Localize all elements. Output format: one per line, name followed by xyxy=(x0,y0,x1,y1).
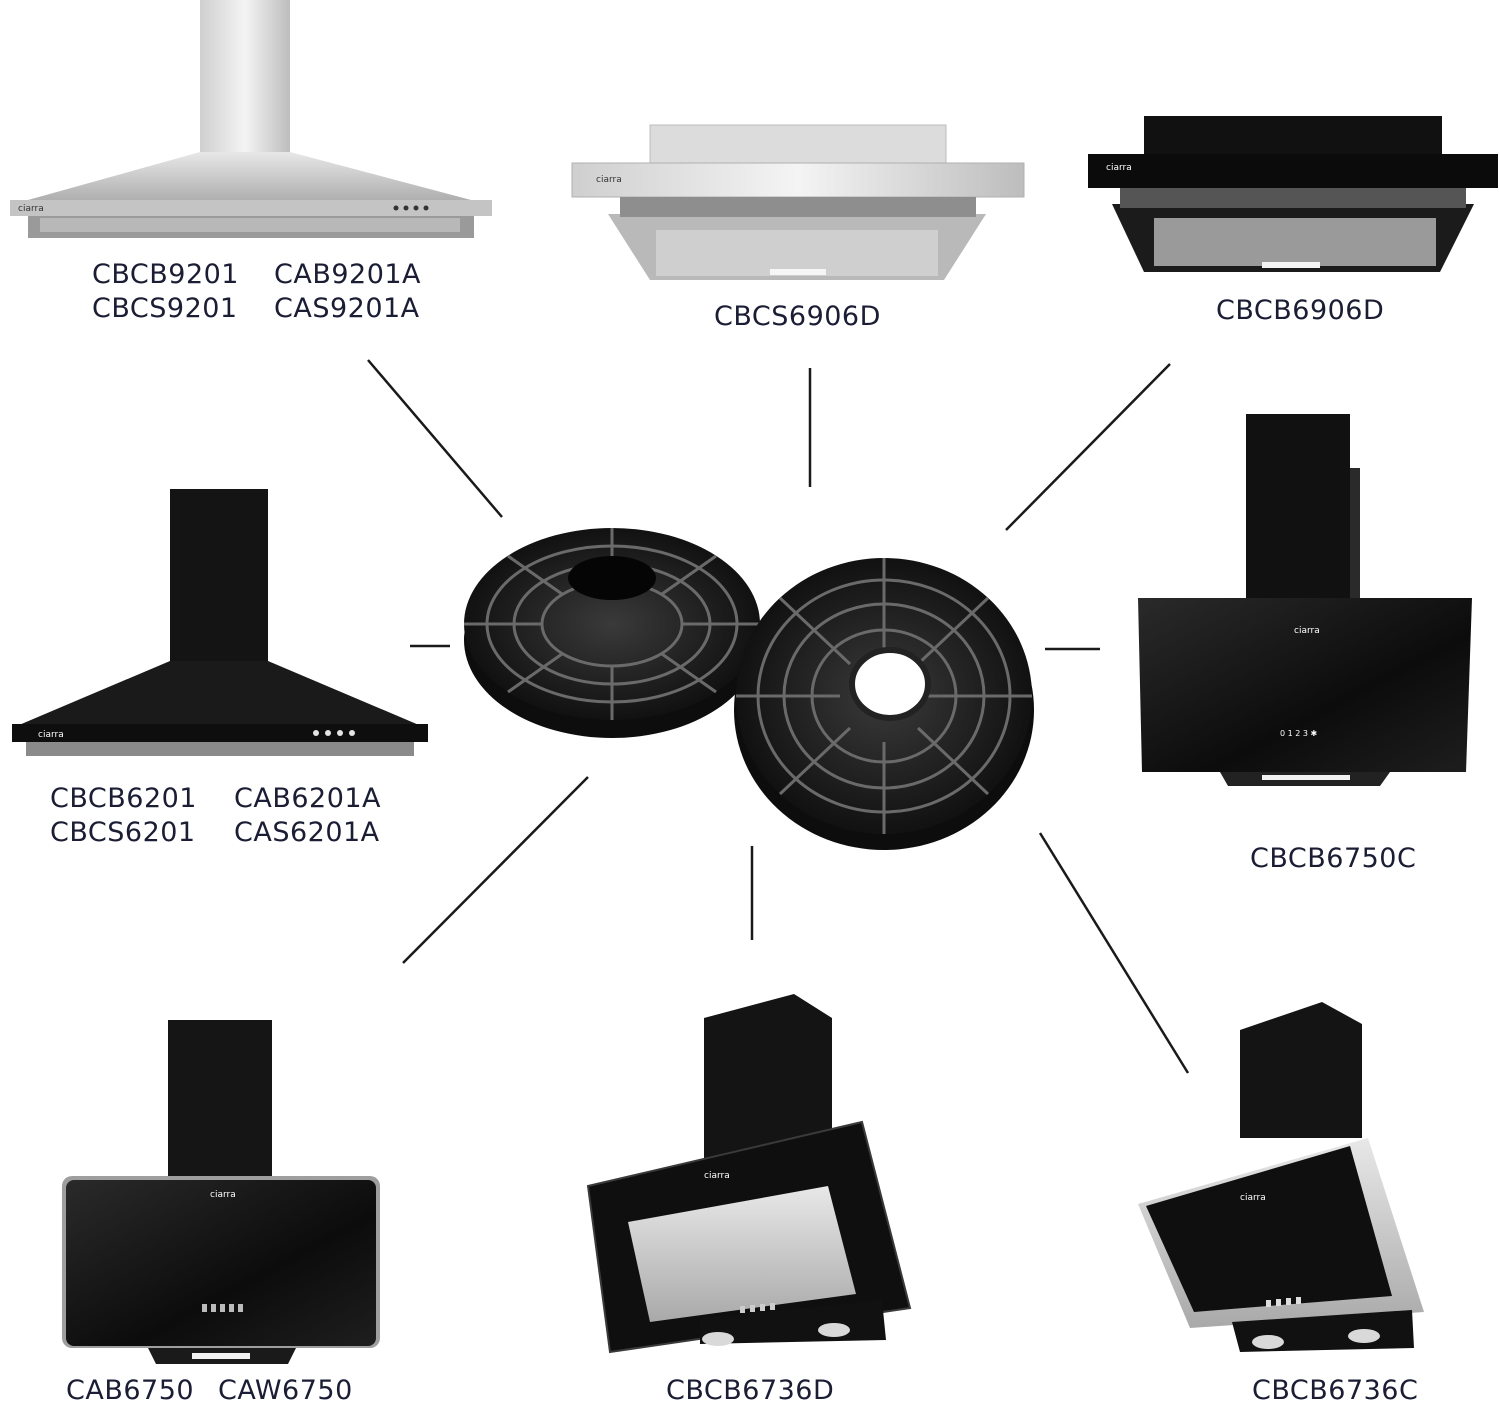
label-telescopic-black: CBCB6906D xyxy=(1216,295,1385,326)
carbon-filter-left xyxy=(464,528,760,738)
label-chimney-black-right: CAB6201A CAS6201A xyxy=(234,783,382,848)
label-angled-black-steel: CBCB6736C xyxy=(1252,1375,1419,1406)
hood-angled-steel-panel: ciarra xyxy=(586,994,912,1354)
hood-angled-glass: ciarra 0 1 2 3 ✱ xyxy=(1138,414,1472,786)
brand-logo: ciarra xyxy=(704,1171,730,1181)
brand-logo: ciarra xyxy=(18,204,44,214)
label-flat-glass-1: CAB6750 xyxy=(66,1375,195,1406)
label-telescopic-steel: CBCS6906D xyxy=(714,301,881,332)
carbon-filter-pair xyxy=(464,528,1034,850)
brand-logo: ciarra xyxy=(210,1190,236,1200)
label-chimney-black-left: CBCB6201 CBCS6201 xyxy=(50,783,197,848)
connector-lines xyxy=(367,359,1190,1074)
label-chimney-steel-left: CBCB9201 CBCS9201 xyxy=(92,259,239,324)
brand-logo: ciarra xyxy=(1106,163,1132,173)
brand-logo: ciarra xyxy=(1240,1193,1266,1203)
hood-telescopic-steel: ciarra xyxy=(571,124,1025,280)
brand-logo: ciarra xyxy=(1294,626,1320,636)
label-flat-glass-2: CAW6750 xyxy=(218,1375,353,1406)
brand-logo: ciarra xyxy=(596,175,622,185)
carbon-filter-right xyxy=(734,558,1034,850)
label-chimney-steel-right: CAB9201A CAS9201A xyxy=(274,259,422,324)
hood-chimney-steel: ciarra xyxy=(10,0,492,238)
hood-angled-black-steel: ciarra xyxy=(1138,1002,1424,1352)
hood-chimney-black: ciarra xyxy=(12,489,428,756)
control-panel: 0 1 2 3 ✱ xyxy=(1280,729,1318,738)
label-angled-steel-panel: CBCB6736D xyxy=(666,1375,835,1406)
hood-flat-glass: ciarra xyxy=(62,1020,380,1364)
brand-logo: ciarra xyxy=(38,730,64,740)
hood-telescopic-black: ciarra xyxy=(1088,116,1498,272)
label-angled-glass: CBCB6750C xyxy=(1250,843,1417,874)
